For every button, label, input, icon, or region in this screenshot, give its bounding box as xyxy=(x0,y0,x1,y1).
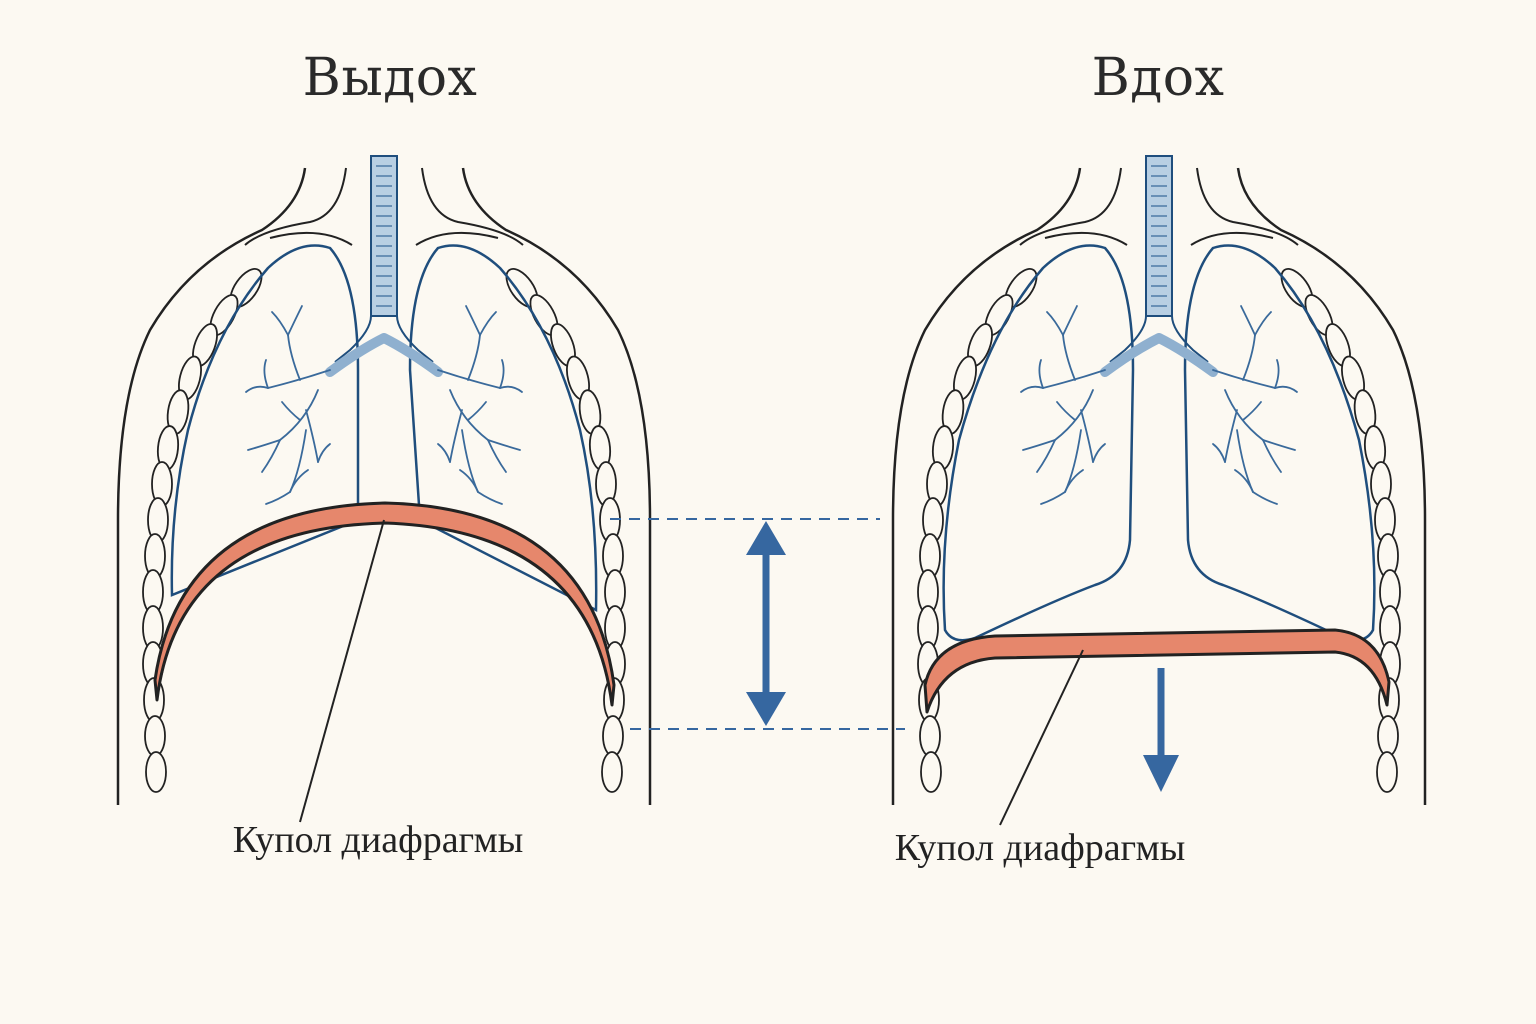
inhale-diaphragm-flat xyxy=(923,628,1391,714)
exhale-title: Выдох xyxy=(302,48,478,108)
exhale-neck-lines xyxy=(244,167,524,246)
exhale-left-lung xyxy=(170,244,360,597)
inhale-neck-lines xyxy=(1019,167,1299,246)
exhale-trachea xyxy=(330,156,438,372)
inhale-ribs-left xyxy=(917,262,1044,793)
double-headed-arrow xyxy=(746,521,786,726)
inhale-right-lung xyxy=(1183,244,1376,642)
inhale-body-right-outline xyxy=(1236,167,1427,805)
inhale-trachea xyxy=(1105,156,1213,372)
exhale-clavicles xyxy=(269,231,499,246)
exhale-label-leader xyxy=(299,519,385,823)
inhale-panel xyxy=(891,156,1427,826)
exhale-body-left-outline xyxy=(116,167,307,805)
inhale-title: Вдох xyxy=(1091,48,1225,108)
inhale-body-left-outline xyxy=(891,167,1082,805)
inhale-diaphragm-label: Купол диафрагмы xyxy=(894,827,1186,869)
inhale-clavicles xyxy=(1044,231,1274,246)
exhale-right-lung xyxy=(408,244,598,613)
inhale-label-leader xyxy=(999,649,1084,826)
exhale-diaphragm-label: Купол диафрагмы xyxy=(232,819,524,861)
inhale-ribs-right xyxy=(1274,262,1401,793)
exhale-ribs-right xyxy=(499,262,626,793)
exhale-ribs-left xyxy=(142,262,269,793)
exhale-diaphragm-dome xyxy=(153,501,616,707)
diaphragm-descent-arrow xyxy=(1143,668,1179,792)
exhale-panel xyxy=(116,156,652,823)
inhale-left-lung xyxy=(942,244,1135,642)
displacement-indicator xyxy=(610,518,905,730)
exhale-body-right-outline xyxy=(461,167,652,805)
